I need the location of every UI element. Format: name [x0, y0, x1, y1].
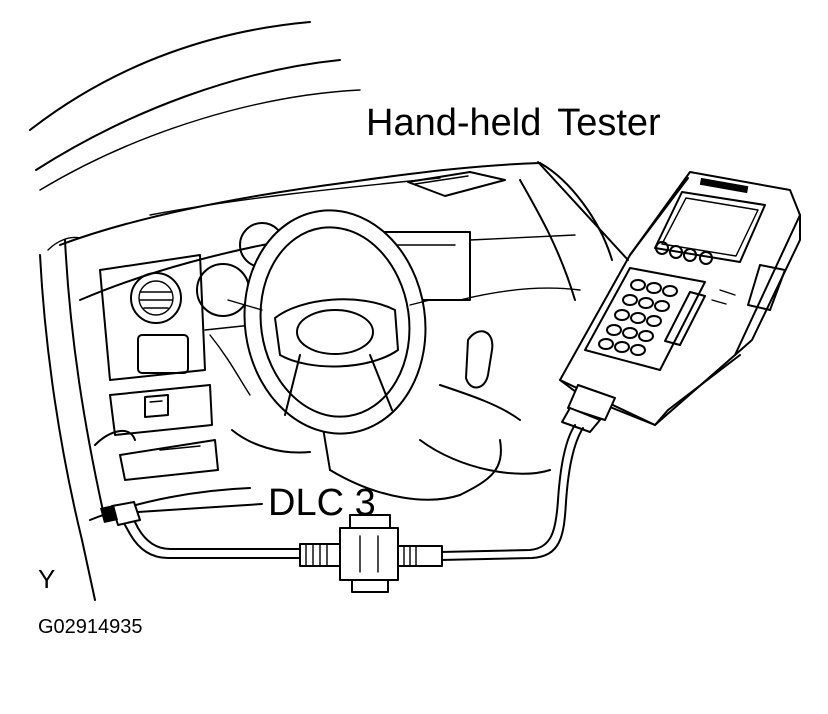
- a-pillar: [29, 21, 361, 601]
- tester-cable: [397, 424, 584, 567]
- dlc3-cable: [100, 501, 301, 559]
- dlc3-label: DLC 3: [268, 482, 376, 524]
- corner-mark: Y: [38, 564, 56, 594]
- tester-keypad: [598, 279, 706, 356]
- hand-held-tester: [559, 171, 801, 433]
- dashboard: [59, 162, 613, 521]
- dlc3-adapter: [299, 514, 399, 593]
- steering-wheel: [227, 209, 431, 454]
- tester-leader-line: [537, 161, 629, 261]
- dlc3-leader-line: [137, 503, 263, 513]
- tester-label: Hand-held Tester: [366, 102, 661, 144]
- figure-id: G02914935: [38, 616, 143, 638]
